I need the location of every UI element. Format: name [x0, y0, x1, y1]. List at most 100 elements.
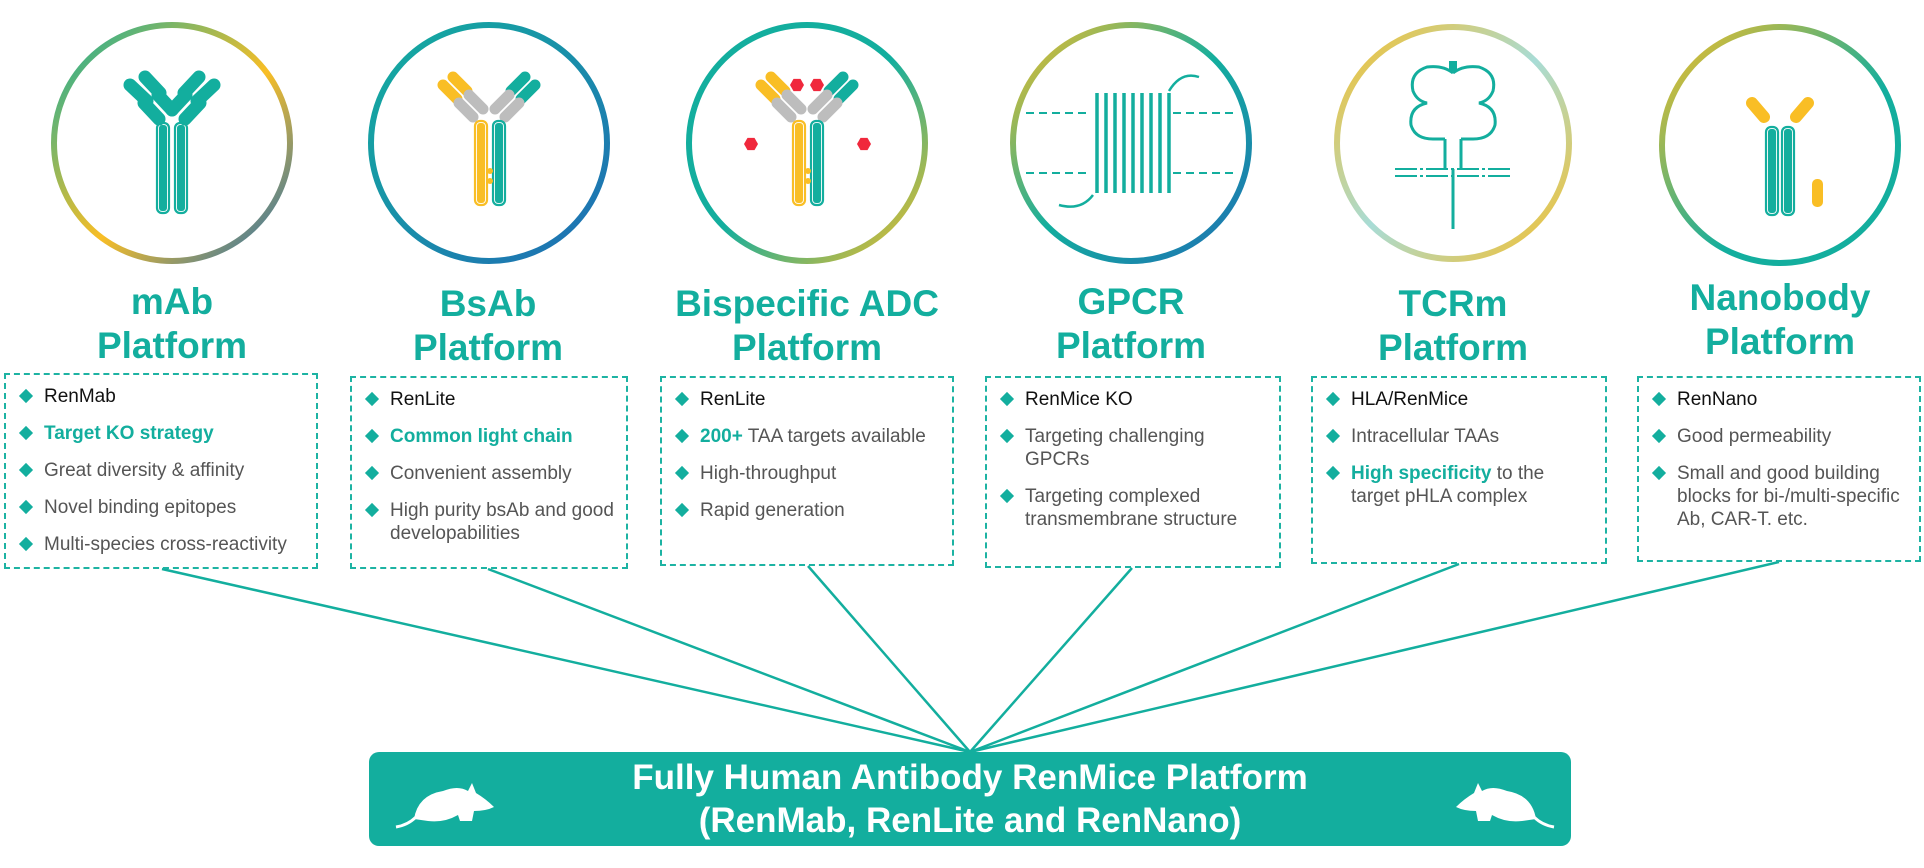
diamond-bullet-icon — [364, 391, 380, 407]
platform-circle-bsab — [368, 22, 610, 264]
platform-title-line1: Nanobody — [1689, 277, 1871, 318]
mouse-left-icon — [395, 783, 494, 829]
feature-bullet: Great diversity & affinity — [16, 459, 306, 482]
feature-text: to the target pHLA complex — [1351, 463, 1545, 507]
platform-circle-mab — [51, 22, 293, 264]
feature-bullet: Novel binding epitopes — [16, 496, 306, 519]
platform-title-line2: Platform — [1704, 321, 1856, 362]
feature-text: HLA/RenMice — [1351, 389, 1469, 410]
bispecific-adc-icon — [744, 71, 871, 207]
feature-bullet: RenLite — [362, 388, 616, 411]
diamond-bullet-icon — [364, 428, 380, 444]
diamond-bullet-icon — [18, 425, 34, 441]
connector-line-nano — [969, 560, 1780, 754]
platform-title-line1: Bispecific ADC — [675, 283, 939, 324]
connector-line-tcrm — [969, 562, 1460, 754]
feature-bullet: High purity bsAb and good developabiliti… — [362, 499, 616, 545]
feature-bullet: Common light chain — [362, 425, 616, 448]
feature-text: High-throughput — [700, 463, 837, 484]
feature-bullet: 200+ TAA targets available — [672, 425, 942, 448]
connector-line-adc — [807, 565, 971, 753]
feature-bullet: RenMab — [16, 385, 306, 408]
feature-text: RenLite — [700, 389, 766, 410]
feature-bullet: RenMice KO — [997, 388, 1269, 411]
banner-title-line2: (RenMab, RenLite and RenNano) — [698, 801, 1242, 840]
feature-text: Targeting challenging GPCRs — [1025, 426, 1205, 470]
feature-text: High purity bsAb and good developabiliti… — [390, 500, 614, 544]
diamond-bullet-icon — [1325, 391, 1341, 407]
feature-text: RenMab — [44, 386, 116, 407]
feature-bullet: RenNano — [1649, 388, 1909, 411]
feature-text: Multi-species cross-reactivity — [44, 534, 287, 555]
platform-title-line2: Platform — [731, 327, 883, 368]
connector-line-bsab — [487, 567, 971, 754]
platform-title-line2: Platform — [96, 325, 248, 366]
platform-circle-tcrm — [1334, 24, 1572, 262]
platform-title-line1: BsAb — [439, 283, 537, 324]
platform-title-line2: Platform — [1055, 325, 1207, 366]
feature-bullet: Targeting complexed transmembrane struct… — [997, 485, 1269, 531]
feature-text: TAA targets available — [742, 426, 926, 447]
diamond-bullet-icon — [18, 388, 34, 404]
feature-bullet: High-throughput — [672, 462, 942, 485]
nanobody-icon — [1746, 97, 1823, 217]
platform-circles — [51, 22, 1901, 266]
feature-bullet: RenLite — [672, 388, 942, 411]
connector-line-gpcr — [969, 567, 1133, 753]
feature-text: Great diversity & affinity — [44, 460, 245, 481]
diamond-bullet-icon — [1651, 391, 1667, 407]
platform-title-line1: TCRm — [1398, 283, 1508, 324]
diamond-bullet-icon — [999, 391, 1015, 407]
feature-bullet: Rapid generation — [672, 499, 942, 522]
feature-text: RenNano — [1677, 389, 1758, 410]
feature-text: RenMice KO — [1025, 389, 1133, 410]
connector-lines — [161, 560, 1780, 754]
diamond-bullet-icon — [364, 502, 380, 518]
feature-bullet: Targeting challenging GPCRs — [997, 425, 1269, 471]
diamond-bullet-icon — [674, 391, 690, 407]
renmice-platform-banner: Fully Human Antibody RenMice Platform (R… — [369, 752, 1571, 846]
gpcr-receptor-icon — [1026, 74, 1236, 208]
diamond-bullet-icon — [1325, 465, 1341, 481]
platform-title-line1: mAb — [130, 281, 214, 322]
feature-text: Small and good building blocks for bi-/m… — [1677, 463, 1900, 530]
feature-highlight-text: Target KO strategy — [44, 423, 214, 444]
feature-highlight-text: 200+ — [700, 426, 743, 447]
mouse-right-icon — [1456, 783, 1555, 829]
feature-bullet: Good permeability — [1649, 425, 1909, 448]
feature-text: Intracellular TAAs — [1351, 426, 1500, 447]
diamond-bullet-icon — [674, 465, 690, 481]
platform-title-line2: Platform — [1377, 327, 1529, 368]
platform-icons — [123, 61, 1823, 229]
diamond-bullet-icon — [364, 465, 380, 481]
diamond-bullet-icon — [18, 499, 34, 515]
bispecific-antibody-icon — [437, 71, 541, 207]
platform-title-line1: GPCR — [1077, 281, 1185, 322]
feature-highlight-text: High specificity — [1351, 463, 1492, 484]
feature-bullet: Small and good building blocks for bi-/m… — [1649, 462, 1909, 531]
platform-title-line2: Platform — [412, 327, 564, 368]
feature-bullet: HLA/RenMice — [1323, 388, 1595, 411]
diamond-bullet-icon — [18, 462, 34, 478]
feature-text: Convenient assembly — [390, 463, 572, 484]
platform-circle-adc — [686, 22, 928, 264]
feature-text: RenLite — [390, 389, 456, 410]
platform-circle-gpcr — [1010, 22, 1252, 264]
feature-bullet: Target KO strategy — [16, 422, 306, 445]
tcr-mimic-icon — [1395, 61, 1511, 229]
diamond-bullet-icon — [1651, 465, 1667, 481]
